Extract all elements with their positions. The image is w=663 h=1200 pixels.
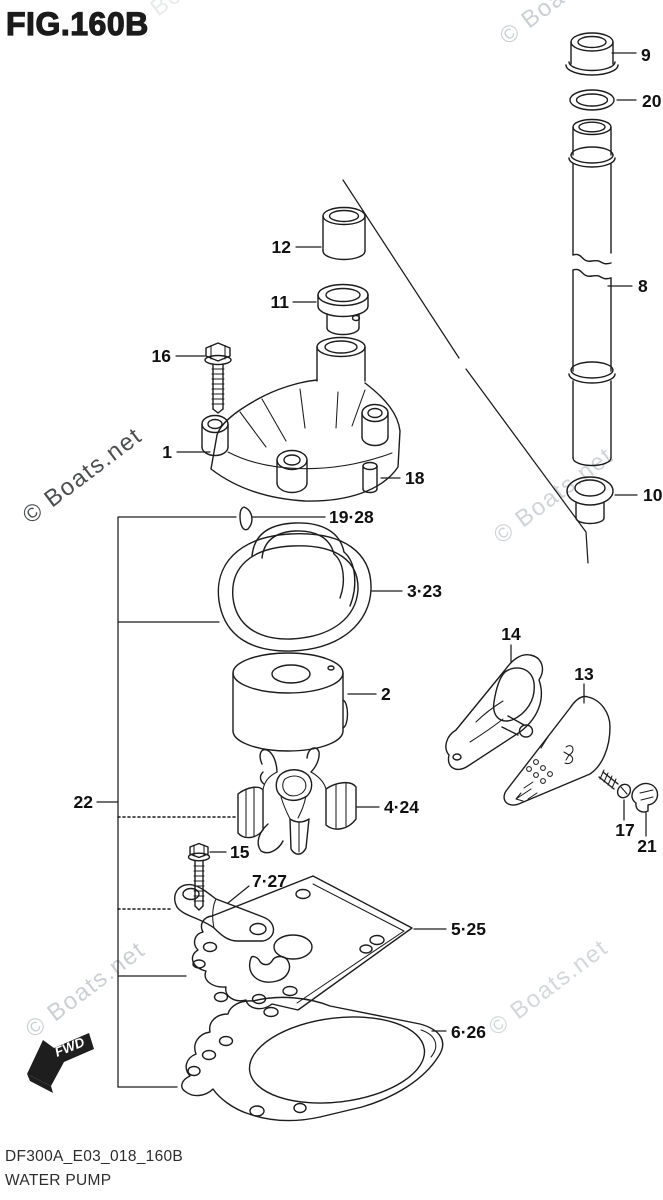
part-17-screw (598, 769, 632, 799)
part-12-spacer-tube (322, 206, 366, 261)
callout-15: 15 (230, 842, 250, 862)
callout-22: 22 (74, 792, 94, 812)
fwd-arrow-shape (27, 1033, 94, 1086)
part-2-pump-sleeve (232, 652, 349, 752)
section-divider-line (342, 179, 589, 564)
part-9-bush (565, 32, 619, 76)
callout-6-26: 6·26 (451, 1022, 486, 1042)
callout-10: 10 (643, 485, 663, 505)
callout-19-28: 19·28 (329, 507, 374, 527)
callout-17: 17 (615, 820, 634, 840)
diagram-code: DF300A_E03_018_160B (5, 1148, 184, 1165)
callout-3-23: 3·23 (407, 581, 442, 601)
callout-2: 2 (381, 684, 391, 704)
callout-21: 21 (637, 836, 657, 856)
callout-8: 8 (638, 276, 648, 296)
diagram-art (174, 32, 659, 1122)
part-4-24-impeller (237, 747, 357, 855)
diagram-name: WATER PUMP (5, 1172, 112, 1189)
callout-7-27: 7·27 (252, 871, 287, 891)
figure-title: FIG.160B (5, 5, 149, 42)
callout-20: 20 (642, 91, 662, 111)
part-13-water-inlet-plate (503, 695, 611, 806)
part-3-23-under-panel (217, 522, 372, 652)
callout-1: 1 (162, 442, 172, 462)
callout-9: 9 (641, 45, 651, 65)
fwd-arrow-extrusion (27, 1074, 53, 1093)
part-8-water-tube (568, 118, 616, 467)
dotted-leader-lines (117, 816, 238, 910)
part-20-o-ring (569, 89, 615, 111)
callout-12: 12 (272, 237, 292, 257)
callout-14: 14 (501, 624, 521, 644)
part-21-nut (631, 782, 659, 813)
part-11-bush (317, 283, 369, 336)
part-19-28-key (239, 506, 253, 531)
part-7-27-bracket-plate (174, 883, 275, 942)
leader-lines (96, 52, 647, 1088)
part-6-26-gasket-lower (181, 996, 444, 1122)
fwd-arrow: FWD (27, 1033, 94, 1093)
callout-11: 11 (271, 292, 290, 312)
callout-18: 18 (405, 468, 425, 488)
part-1-water-pump-case (201, 336, 401, 502)
part-14-water-inlet-cover (445, 653, 544, 771)
part-16-bolt (204, 342, 232, 414)
part-18-pin (362, 461, 378, 494)
callout-5-25: 5·25 (451, 919, 486, 939)
callout-4-24: 4·24 (384, 797, 419, 817)
callout-labels: 9 20 8 10 12 11 16 1 18 19·28 3·23 2 14 … (74, 45, 663, 1042)
callout-16: 16 (152, 346, 172, 366)
callout-13: 13 (574, 664, 594, 684)
part-5-25-gasket-upper (191, 875, 413, 1011)
